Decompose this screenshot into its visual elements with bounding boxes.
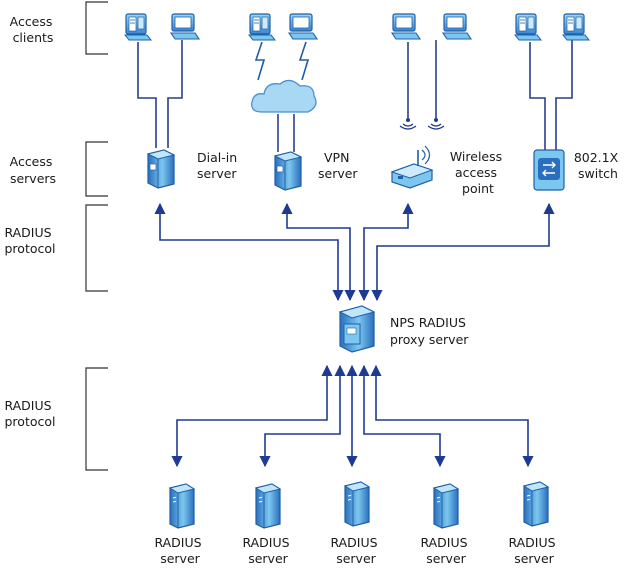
radius-server: RADIUS server <box>330 481 381 566</box>
side-label-access-clients: Access clients <box>10 14 57 45</box>
client-wires <box>137 40 573 152</box>
wireless-ap-label: Wireless access point <box>450 149 506 196</box>
side-label-radius-protocol-bottom: RADIUS protocol <box>4 398 55 429</box>
switch-label: 802.1X switch <box>574 150 622 181</box>
radius-arrows-top <box>154 202 555 302</box>
server-tower-icon <box>523 481 549 527</box>
radius-server-label: RADIUS server <box>330 535 381 566</box>
dial-in-server-label: Dial-in server <box>197 150 241 181</box>
computer-icon <box>562 13 590 41</box>
nps-proxy-label: NPS RADIUS proxy server <box>390 315 470 347</box>
vpn-lightning-links <box>254 41 310 81</box>
radius-server: RADIUS server <box>242 483 293 566</box>
wireless-ap-icon <box>390 145 434 189</box>
server-tower-icon <box>255 483 281 529</box>
computer-icon <box>124 13 152 41</box>
nps-radius-proxy: NPS RADIUS proxy server <box>338 305 470 353</box>
radius-server-label: RADIUS server <box>508 535 559 566</box>
radius-server: RADIUS server <box>508 481 559 566</box>
server-tower-icon <box>433 483 459 529</box>
side-brace-access-servers <box>85 141 108 197</box>
radius-server-label: RADIUS server <box>420 535 471 566</box>
wireless-access-point: Wireless access point <box>390 145 506 196</box>
server-tower-icon <box>147 149 175 189</box>
computer-icon <box>514 13 542 41</box>
wireless-signal-icons <box>399 118 445 130</box>
radius-server-label: RADIUS server <box>154 535 205 566</box>
server-tower-icon <box>169 483 195 529</box>
radius-server: RADIUS server <box>420 483 471 566</box>
8021x-switch: 802.1X switch <box>533 149 622 191</box>
side-brace-radius-bottom <box>85 367 108 471</box>
server-tower-icon <box>338 305 376 353</box>
computer-icon <box>170 13 200 40</box>
server-tower-icon <box>344 481 370 527</box>
internet-cloud-icon <box>251 79 317 113</box>
side-label-radius-protocol-top: RADIUS protocol <box>4 225 55 256</box>
switch-icon <box>533 149 565 191</box>
radius-server: RADIUS server <box>154 483 205 566</box>
computer-icon <box>391 13 421 40</box>
computer-icon <box>288 13 318 40</box>
server-tower-icon <box>274 151 302 191</box>
computer-icon <box>442 13 472 40</box>
vpn-server-label: VPN server <box>318 150 358 181</box>
radius-arrows-bottom <box>171 364 534 468</box>
radius-server-label: RADIUS server <box>242 535 293 566</box>
computer-icon <box>248 13 276 41</box>
side-brace-radius-top <box>85 204 108 292</box>
dial-in-server: Dial-in server <box>147 149 241 189</box>
side-label-access-servers: Access servers <box>10 154 57 186</box>
side-brace-access-clients <box>85 1 108 55</box>
vpn-server: VPN server <box>274 150 358 191</box>
